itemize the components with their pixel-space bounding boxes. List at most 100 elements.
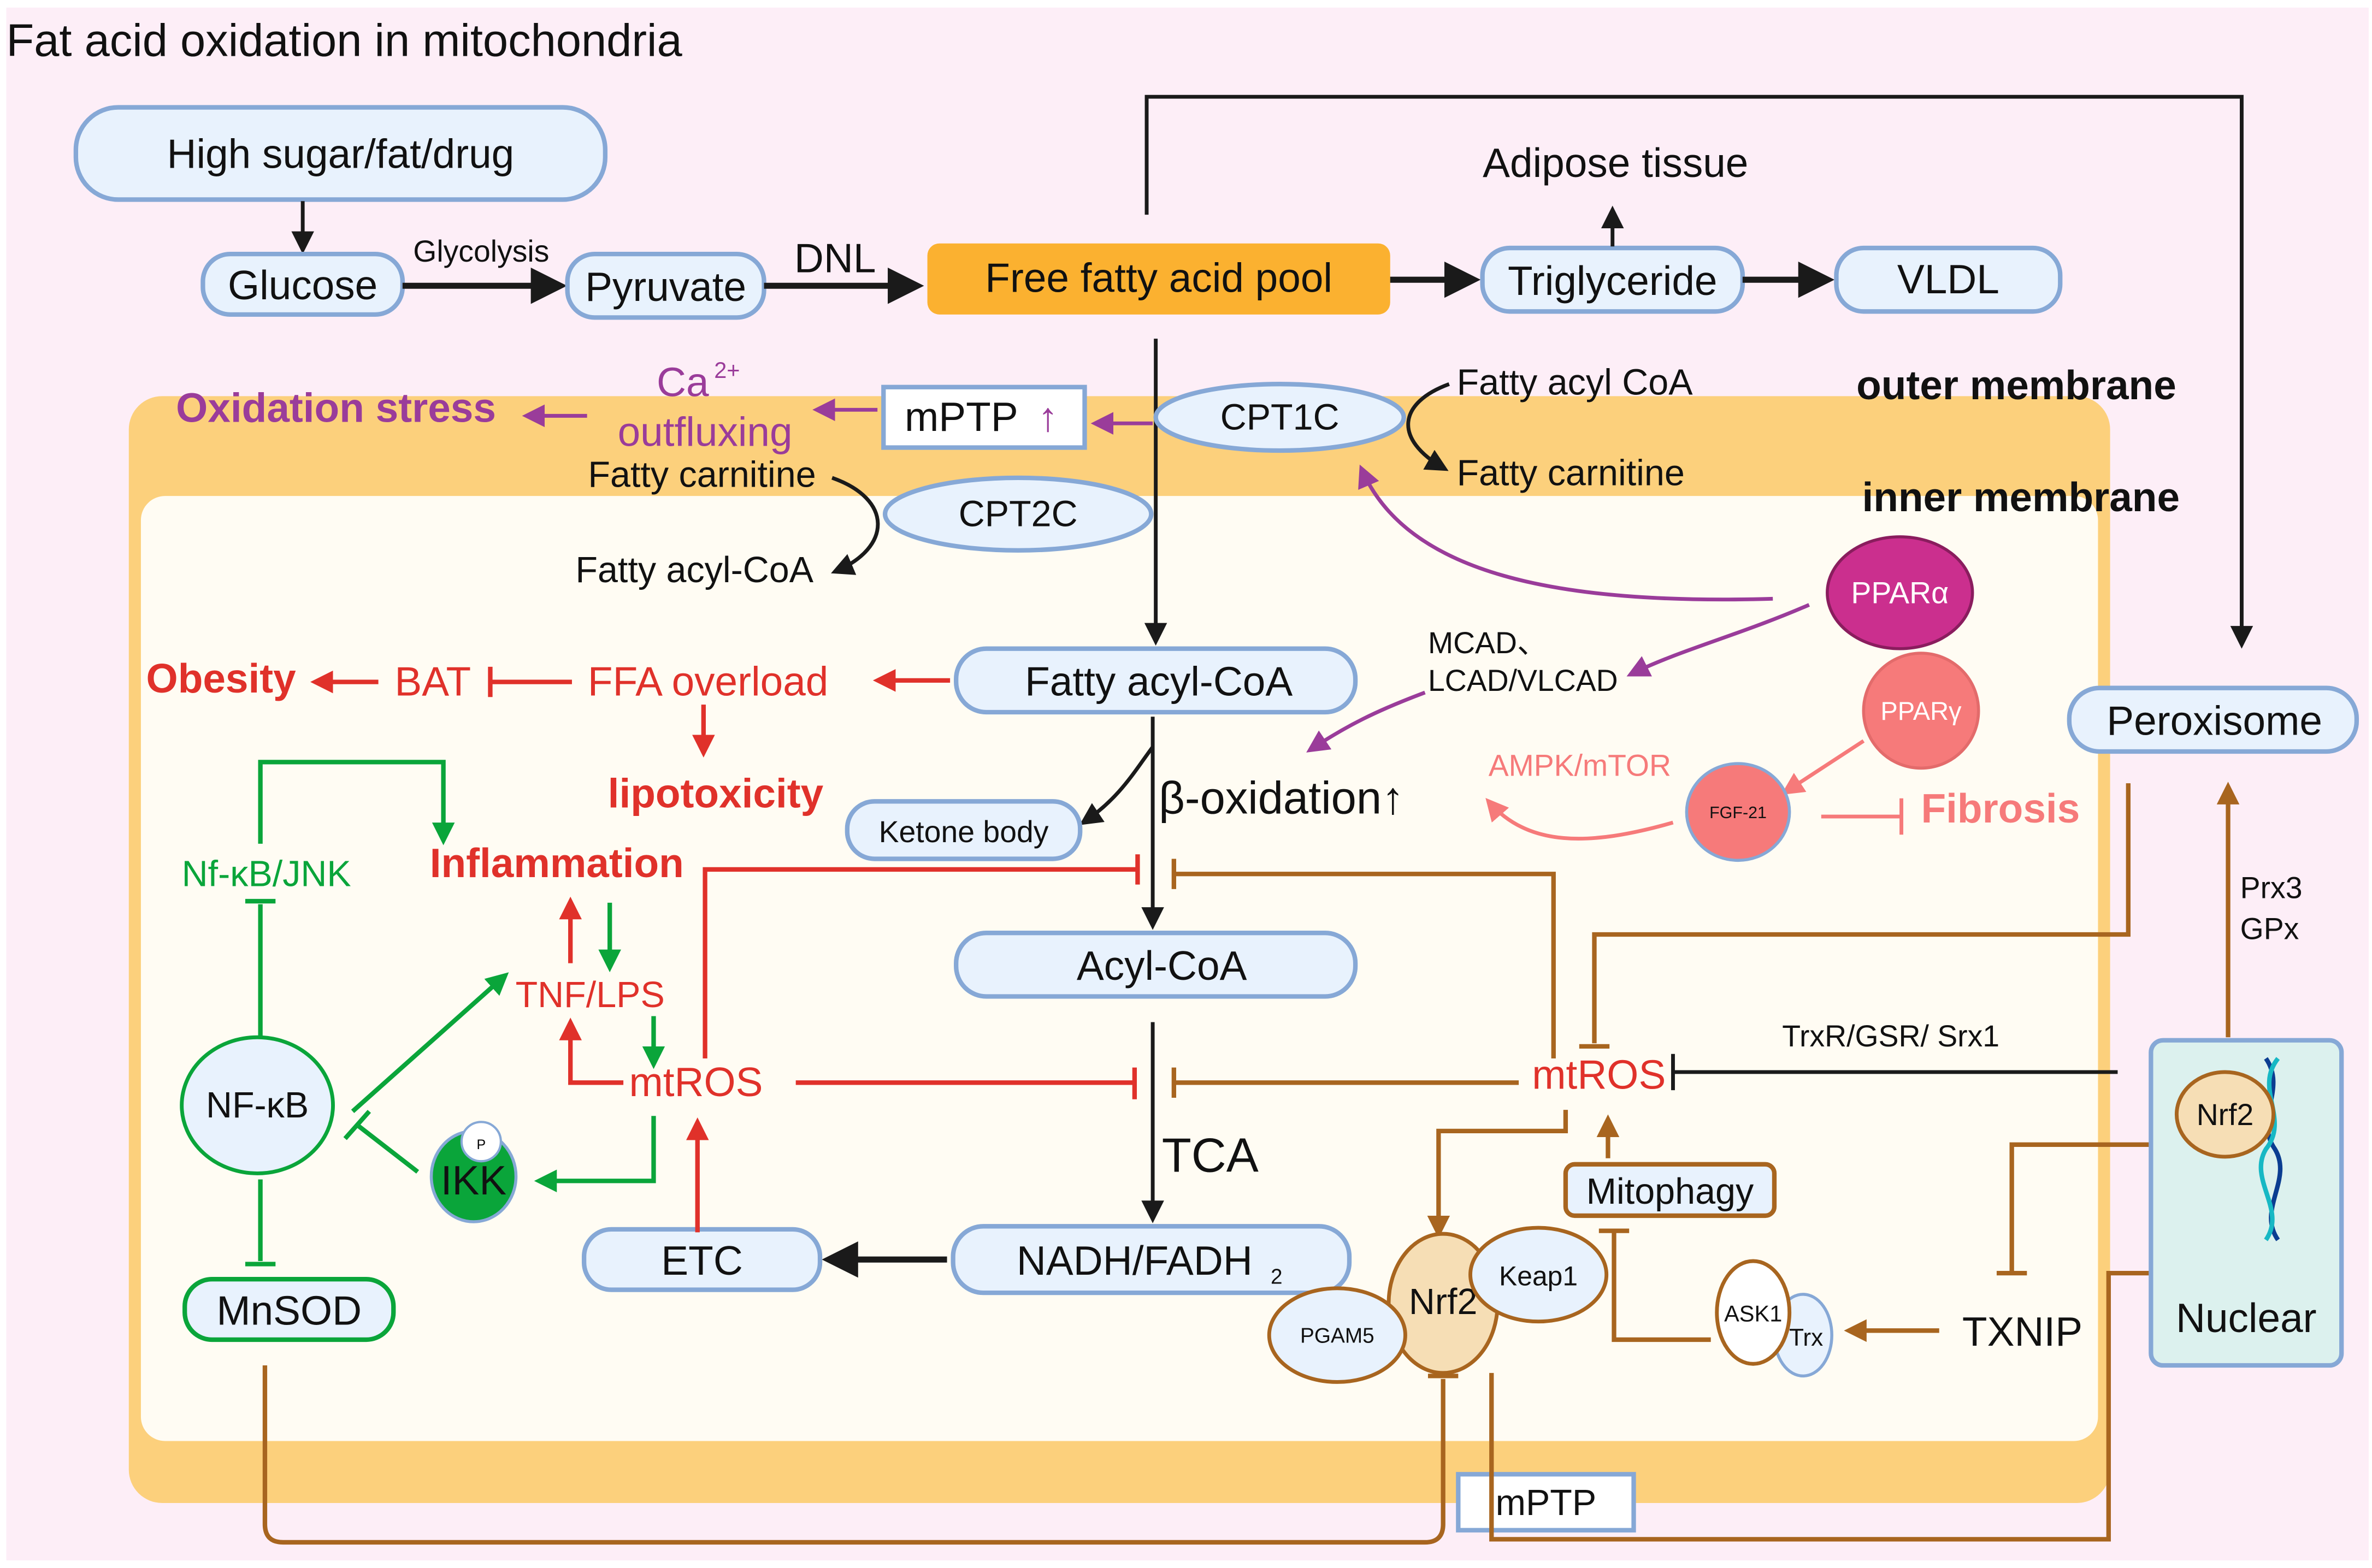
svg-text:Glucose: Glucose xyxy=(228,262,377,308)
label-fatty-acyl-coa-outer: Fatty acyl CoA xyxy=(1457,363,1694,403)
node-ask1: ASK1 xyxy=(1715,1259,1792,1366)
node-glucose: Glucose xyxy=(200,251,405,317)
svg-text:PPARα: PPARα xyxy=(1851,576,1949,610)
node-ketone-body: Ketone body xyxy=(845,799,1083,861)
svg-text:CPT1C: CPT1C xyxy=(1220,397,1340,437)
label-prx3: Prx3 xyxy=(2240,871,2303,905)
label-calcium: Ca 2+ xyxy=(657,357,740,405)
inhibit-mtros-to-beta-oxidation xyxy=(703,867,1138,1058)
svg-text:Keap1: Keap1 xyxy=(1499,1261,1578,1291)
node-peroxisome: Peroxisome xyxy=(2067,685,2359,754)
svg-text:High sugar/fat/drug: High sugar/fat/drug xyxy=(167,131,514,176)
svg-text:mPTP: mPTP xyxy=(1496,1483,1597,1523)
label-fatty-acyl-coa-inner: Fatty acyl-CoA xyxy=(575,550,813,590)
node-mptp-upper: mPTP ↑ xyxy=(881,384,1087,450)
node-mitophagy: Mitophagy xyxy=(1563,1162,1777,1218)
arrow-cpt1c-conversion xyxy=(1406,382,1450,471)
svg-text:ASK1: ASK1 xyxy=(1724,1301,1782,1327)
label-oxidation-stress: Oxidation stress xyxy=(176,384,496,430)
node-ffa-pool: Free fatty acid pool xyxy=(927,243,1390,315)
node-triglyceride: Triglyceride xyxy=(1480,245,1745,314)
inhibit-mtros-right-to-beta-oxidation xyxy=(1173,872,1556,1058)
label-inner-membrane: inner membrane xyxy=(1862,474,2180,520)
svg-text:Ca: Ca xyxy=(657,359,709,405)
arrow-mtros-to-nrf2 xyxy=(1427,1110,1568,1239)
svg-text:CPT2C: CPT2C xyxy=(959,494,1078,534)
label-mcad: MCAD、 xyxy=(1428,626,1547,660)
figure-title: Fat acid oxidation in mitochondria xyxy=(7,15,683,66)
label-tnf-lps: TNF/LPS xyxy=(516,975,665,1015)
arrow-to-ketone-body xyxy=(1079,745,1154,825)
svg-text:PGAM5: PGAM5 xyxy=(1300,1324,1374,1347)
node-etc: ETC xyxy=(581,1227,823,1292)
label-tca: TCA xyxy=(1162,1128,1259,1182)
svg-text:NF-κB: NF-κB xyxy=(206,1085,309,1126)
arrow-mtros-to-ikk xyxy=(534,1116,656,1193)
arrow-ppar-alpha-to-mcad xyxy=(1626,603,1810,677)
svg-text:ETC: ETC xyxy=(661,1238,743,1283)
svg-text:IKK: IKK xyxy=(441,1157,507,1203)
arrow-cpt2c-conversion xyxy=(831,476,880,575)
label-mtros-right: mtROS xyxy=(1532,1051,1666,1097)
label-ampk-mtor: AMPK/mTOR xyxy=(1489,748,1671,782)
svg-text:P: P xyxy=(477,1137,486,1152)
svg-text:Ketone body: Ketone body xyxy=(879,815,1049,849)
svg-text:PPARγ: PPARγ xyxy=(1880,696,1962,725)
nucleus: Nrf2 Nuclear xyxy=(2149,1038,2344,1368)
svg-text:Triglyceride: Triglyceride xyxy=(1508,258,1718,304)
node-mptp-bottom: mPTP xyxy=(1456,1472,1636,1533)
arrow-nfkb-to-tnf xyxy=(351,972,509,1113)
node-fgf21: FGF-21 xyxy=(1685,762,1791,862)
label-fatty-carnitine-inner: Fatty carnitine xyxy=(588,454,816,495)
node-acyl-coa: Acyl-CoA xyxy=(954,931,1358,999)
label-txnip: TXNIP xyxy=(1962,1309,2082,1354)
inhibit-nrf2-to-txnip xyxy=(2009,1142,2154,1274)
node-ppar-alpha: PPARα xyxy=(1826,535,1974,650)
label-beta-oxidation: β-oxidation↑ xyxy=(1159,772,1404,823)
inhibit-bar-nfkb xyxy=(343,1110,371,1140)
arrow-fgf21-to-beta-oxidation xyxy=(1485,798,1674,841)
inhibit-ikk-to-nfkb xyxy=(356,1123,420,1174)
svg-text:Nrf2: Nrf2 xyxy=(1409,1282,1478,1322)
node-high-sugar: High sugar/fat/drug xyxy=(73,105,608,202)
arrow-ppar-gamma-to-fgf21 xyxy=(1781,739,1865,795)
svg-text:Peroxisome: Peroxisome xyxy=(2107,698,2322,744)
arrow-ffa-to-peroxisome xyxy=(1144,94,2253,649)
label-inflammation: Inflammation xyxy=(430,840,684,886)
label-fatty-carnitine-outer: Fatty carnitine xyxy=(1457,453,1685,494)
label-lcad-vlcad: LCAD/VLCAD xyxy=(1428,664,1618,697)
node-pyruvate: Pyruvate xyxy=(565,251,766,320)
arrow-mtros-to-tnf xyxy=(559,1017,624,1085)
node-vldl: VLDL xyxy=(1834,245,2063,314)
node-cpt2c: CPT2C xyxy=(882,475,1154,553)
svg-text:mPTP: mPTP xyxy=(905,394,1018,440)
svg-text:Trx: Trx xyxy=(1789,1324,1823,1351)
label-nfkb-jnk: Nf-κB/JNK xyxy=(182,854,351,894)
svg-text:NADH/FADH: NADH/FADH xyxy=(1017,1238,1253,1283)
node-nfkb: NF-κB xyxy=(180,1035,335,1175)
node-pgam5: PGAM5 xyxy=(1267,1286,1407,1384)
phospho-badge xyxy=(460,1121,502,1163)
svg-text:↑: ↑ xyxy=(1038,394,1058,440)
label-bat: BAT xyxy=(394,659,471,705)
inhibit-ask1-to-mitophagy xyxy=(1612,1230,1711,1342)
node-mnsod: MnSOD xyxy=(182,1277,396,1342)
label-outer-membrane: outer membrane xyxy=(1856,362,2176,408)
label-nuclear: Nuclear xyxy=(2176,1295,2317,1341)
svg-text:2+: 2+ xyxy=(714,357,740,383)
svg-text:Pyruvate: Pyruvate xyxy=(585,264,746,310)
label-lipotoxicity: lipotoxicity xyxy=(608,770,824,816)
inhibit-mnsod-to-nrf2 xyxy=(262,1365,1445,1545)
inhibit-peroxisome-to-mtros xyxy=(1592,783,2131,1044)
node-nrf2-nuclear xyxy=(2174,1070,2276,1159)
svg-text:Free fatty acid pool: Free fatty acid pool xyxy=(985,255,1332,300)
node-fatty-acyl-coa: Fatty acyl-CoA xyxy=(954,646,1358,715)
svg-text:2: 2 xyxy=(1271,1265,1283,1289)
svg-text:Fatty acyl-CoA: Fatty acyl-CoA xyxy=(1025,659,1293,705)
arrow-ppar-alpha-to-cpt1c xyxy=(1358,464,1773,602)
label-obesity: Obesity xyxy=(146,655,297,701)
label-glycolysis: Glycolysis xyxy=(413,234,549,268)
label-adipose-tissue: Adipose tissue xyxy=(1483,140,1748,186)
node-keap1: Keap1 xyxy=(1468,1226,1609,1324)
label-mtros-left: mtROS xyxy=(629,1059,763,1105)
